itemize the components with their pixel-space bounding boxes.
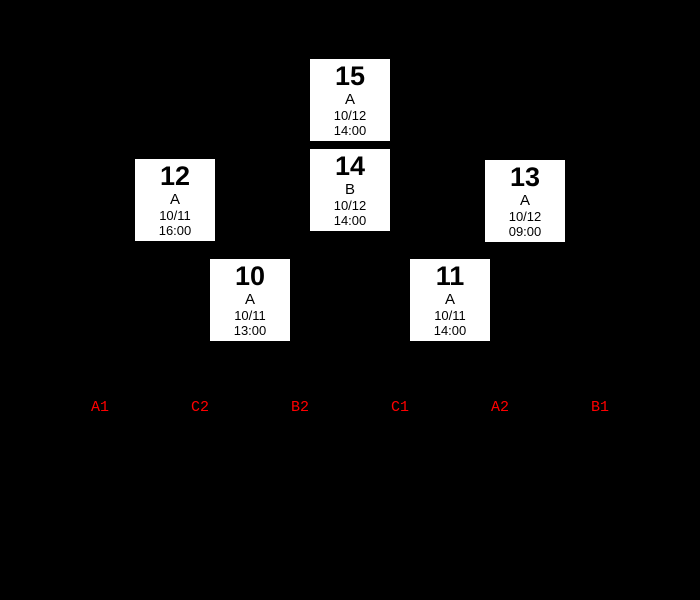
match-group: A: [244, 291, 255, 308]
match-time: 14:00: [333, 213, 367, 228]
seed-slot-b2[interactable]: B2: [290, 399, 309, 416]
match-group: B: [344, 181, 355, 198]
match-box-15[interactable]: 15 A 10/12 14:00: [310, 59, 390, 141]
match-number: 15: [334, 61, 366, 91]
match-box-11[interactable]: 11 A 10/11 14:00: [410, 259, 490, 341]
match-box-10[interactable]: 10 A 10/11 13:00: [210, 259, 290, 341]
match-group: A: [169, 191, 180, 208]
seed-slot-c1[interactable]: C1: [390, 399, 409, 416]
match-date: 10/12: [333, 198, 367, 213]
match-group: A: [519, 192, 530, 209]
match-date: 10/11: [234, 308, 266, 323]
match-number: 13: [509, 162, 541, 192]
match-number: 14: [334, 151, 366, 181]
match-time: 14:00: [433, 323, 467, 338]
match-box-13[interactable]: 13 A 10/12 09:00: [485, 160, 565, 242]
match-date: 10/12: [333, 108, 367, 123]
match-box-14[interactable]: 14 B 10/12 14:00: [310, 149, 390, 231]
match-date: 10/11: [434, 308, 466, 323]
match-time: 14:00: [333, 123, 367, 138]
match-date: 10/11: [159, 208, 191, 223]
match-time: 09:00: [508, 224, 542, 239]
match-date: 10/12: [508, 209, 542, 224]
match-group: A: [344, 91, 355, 108]
seed-slot-c2[interactable]: C2: [190, 399, 209, 416]
seed-slot-b1[interactable]: B1: [590, 399, 609, 416]
match-box-12[interactable]: 12 A 10/11 16:00: [135, 159, 215, 241]
match-number: 10: [234, 261, 266, 291]
match-group: A: [444, 291, 455, 308]
match-time: 16:00: [158, 223, 192, 238]
seed-slot-a1[interactable]: A1: [90, 399, 109, 416]
match-number: 11: [435, 261, 465, 291]
match-time: 13:00: [233, 323, 267, 338]
match-number: 12: [159, 161, 191, 191]
seed-slot-a2[interactable]: A2: [490, 399, 509, 416]
